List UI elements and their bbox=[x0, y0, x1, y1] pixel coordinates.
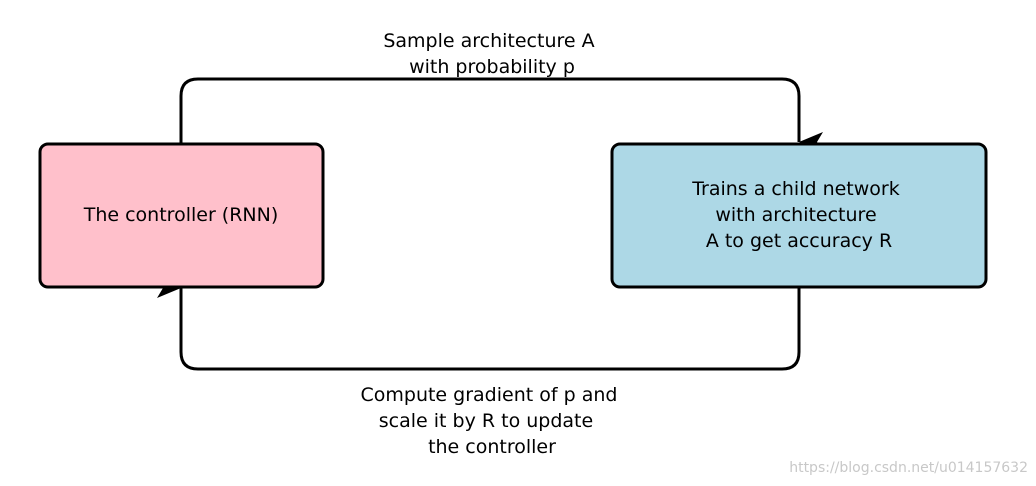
child-network-box bbox=[610, 142, 988, 289]
child-network-label-line: Trains a child network bbox=[691, 178, 900, 200]
sample-edge-label-line: with probability p bbox=[409, 56, 575, 78]
controller-label: The controller (RNN) bbox=[83, 204, 279, 226]
sample-edge-label: Sample architecture A with probability p bbox=[383, 30, 600, 78]
update-edge-label: Compute gradient of p and scale it by R … bbox=[360, 384, 623, 458]
sample-edge-label-line: Sample architecture A bbox=[383, 30, 594, 52]
controller-label-line: The controller (RNN) bbox=[83, 204, 279, 226]
child-network-label: Trains a child network with architecture… bbox=[691, 178, 906, 252]
sample-architecture-arrow bbox=[179, 77, 823, 152]
update-controller-arrow bbox=[157, 278, 801, 371]
update-edge-label-line: scale it by R to update bbox=[379, 410, 593, 432]
watermark-text: https://blog.csdn.net/u014157632 bbox=[789, 460, 1028, 476]
child-network-label-line: with architecture bbox=[715, 204, 876, 226]
controller-box bbox=[38, 142, 325, 289]
update-edge-label-line: Compute gradient of p and bbox=[360, 384, 617, 406]
child-network-label-line: A to get accuracy R bbox=[706, 230, 892, 252]
update-edge-label-line: the controller bbox=[428, 436, 556, 458]
